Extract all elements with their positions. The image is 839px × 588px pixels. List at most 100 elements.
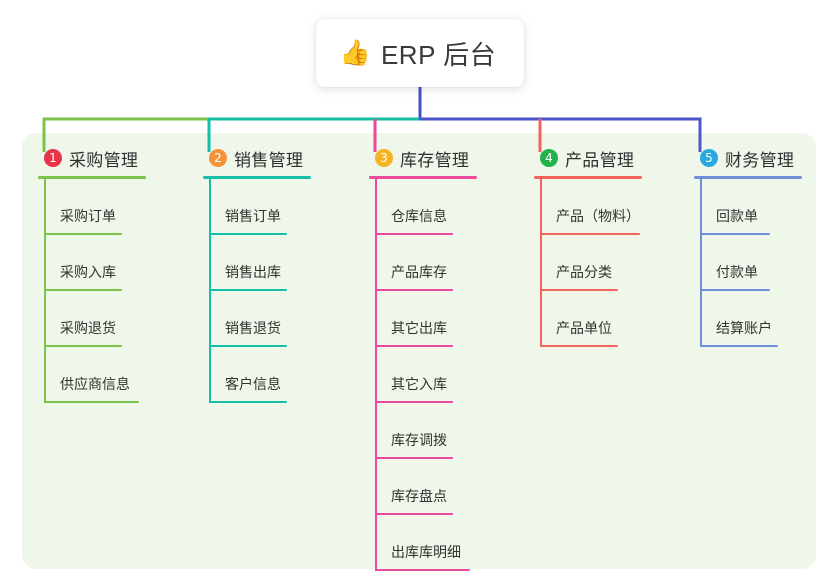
thumbs-up-icon: 👍 xyxy=(339,38,371,67)
branch-header-rule xyxy=(203,176,311,179)
branch-item-label: 销售退货 xyxy=(225,320,281,336)
branch-item-label: 采购入库 xyxy=(60,264,116,280)
branch-item-rule xyxy=(540,233,640,235)
branch-item[interactable]: 其它出库 xyxy=(369,291,529,347)
branch-item-rule xyxy=(375,289,453,291)
branch-item[interactable]: 仓库信息 xyxy=(369,179,529,235)
branch-column-4: 4 产品管理产品（物料） 产品分类产品单位 xyxy=(534,145,694,347)
root-node-content: 👍 ERP 后台 xyxy=(340,35,496,72)
branch-item[interactable]: 产品分类 xyxy=(534,235,694,291)
branch-item[interactable]: 出库库明细 xyxy=(369,515,529,571)
branch-body: 仓库信息产品库存其它出库其它入库库存调拨库存盘点出库库明细 xyxy=(369,179,529,571)
branch-item[interactable]: 销售出库 xyxy=(203,235,363,291)
branch-item[interactable]: 采购订单 xyxy=(38,179,198,235)
branch-item-rule xyxy=(44,401,139,403)
branch-title: 销售管理 xyxy=(234,150,304,170)
branch-item-label: 产品分类 xyxy=(556,264,612,280)
branch-item-label: 产品（物料） xyxy=(556,208,640,224)
branch-spine xyxy=(375,179,377,571)
branch-item-label: 出库库明细 xyxy=(391,544,461,560)
branch-item-label: 产品单位 xyxy=(556,320,612,336)
branch-item-label: 结算账户 xyxy=(716,320,772,336)
branch-title: 财务管理 xyxy=(725,150,795,170)
branch-item-rule xyxy=(209,401,287,403)
branch-spine xyxy=(209,179,211,403)
branch-body: 销售订单销售出库销售退货客户信息 xyxy=(203,179,363,403)
branch-item-label: 销售出库 xyxy=(225,264,281,280)
branch-item[interactable]: 结算账户 xyxy=(694,291,834,347)
branch-item-label: 客户信息 xyxy=(225,376,281,392)
branch-item[interactable]: 供应商信息 xyxy=(38,347,198,403)
branch-item-label: 仓库信息 xyxy=(391,208,447,224)
branch-number-badge: 5 xyxy=(700,149,718,167)
branch-spine xyxy=(700,179,702,347)
branch-header-3[interactable]: 3 库存管理 xyxy=(369,145,529,171)
branch-item-label: 其它出库 xyxy=(391,320,447,336)
branch-item-label: 产品库存 xyxy=(391,264,447,280)
branch-header-4[interactable]: 4 产品管理 xyxy=(534,145,694,171)
root-node[interactable]: 👍 ERP 后台 xyxy=(316,19,524,87)
content-panel xyxy=(22,133,816,569)
branch-title: 库存管理 xyxy=(400,150,470,170)
branch-item[interactable]: 客户信息 xyxy=(203,347,363,403)
root-node-title: ERP 后台 xyxy=(380,39,497,70)
branch-item-label: 其它入库 xyxy=(391,376,447,392)
branch-item-rule xyxy=(44,345,122,347)
branch-header-rule xyxy=(38,176,146,179)
branch-column-5: 5 财务管理回款单付款单结算账户 xyxy=(694,145,834,347)
branch-item-rule xyxy=(209,233,287,235)
branch-spine xyxy=(44,179,46,403)
branch-spine xyxy=(540,179,542,347)
branch-header-rule xyxy=(369,176,477,179)
branch-item[interactable]: 销售订单 xyxy=(203,179,363,235)
branch-number-badge: 2 xyxy=(209,149,227,167)
branch-item[interactable]: 采购退货 xyxy=(38,291,198,347)
branch-item-label: 库存调拨 xyxy=(391,432,447,448)
branch-item-rule xyxy=(375,457,453,459)
branch-number-badge: 4 xyxy=(540,149,558,167)
branch-title: 产品管理 xyxy=(565,150,635,170)
branch-item-rule xyxy=(375,401,453,403)
branch-column-2: 2 销售管理销售订单销售出库销售退货客户信息 xyxy=(203,145,363,403)
branch-item[interactable]: 产品库存 xyxy=(369,235,529,291)
branch-item[interactable]: 采购入库 xyxy=(38,235,198,291)
branch-item[interactable]: 销售退货 xyxy=(203,291,363,347)
branch-item[interactable]: 库存盘点 xyxy=(369,459,529,515)
branch-item-label: 付款单 xyxy=(716,264,758,280)
branch-item[interactable]: 产品（物料） xyxy=(534,179,694,235)
branch-item[interactable]: 付款单 xyxy=(694,235,834,291)
branch-body: 采购订单采购入库采购退货供应商信息 xyxy=(38,179,198,403)
branch-item-rule xyxy=(375,513,453,515)
branch-header-1[interactable]: 1 采购管理 xyxy=(38,145,198,171)
branch-title: 采购管理 xyxy=(69,150,139,170)
branch-body: 产品（物料） 产品分类产品单位 xyxy=(534,179,694,347)
branch-header-rule xyxy=(534,176,642,179)
branch-item[interactable]: 其它入库 xyxy=(369,347,529,403)
branch-item-rule xyxy=(209,289,287,291)
branch-item-label: 供应商信息 xyxy=(60,376,130,392)
branch-item-label: 采购订单 xyxy=(60,208,116,224)
branch-body: 回款单付款单结算账户 xyxy=(694,179,834,347)
branch-column-1: 1 采购管理采购订单采购入库采购退货供应商信息 xyxy=(38,145,198,403)
branch-item-rule xyxy=(540,289,618,291)
branch-item-label: 采购退货 xyxy=(60,320,116,336)
branch-number-badge: 3 xyxy=(375,149,393,167)
branch-column-3: 3 库存管理仓库信息产品库存其它出库其它入库库存调拨库存盘点出库库明细 xyxy=(369,145,529,571)
branch-item-rule xyxy=(540,345,618,347)
branch-item-rule xyxy=(700,345,778,347)
branch-item-rule xyxy=(44,289,122,291)
branch-header-5[interactable]: 5 财务管理 xyxy=(694,145,834,171)
branch-item-label: 销售订单 xyxy=(225,208,281,224)
branch-number-badge: 1 xyxy=(44,149,62,167)
branch-item[interactable]: 库存调拨 xyxy=(369,403,529,459)
branch-header-rule xyxy=(694,176,802,179)
branch-item[interactable]: 回款单 xyxy=(694,179,834,235)
branch-item-rule xyxy=(44,233,122,235)
branch-item[interactable]: 产品单位 xyxy=(534,291,694,347)
branch-item-rule xyxy=(209,345,287,347)
branch-header-2[interactable]: 2 销售管理 xyxy=(203,145,363,171)
branch-item-rule xyxy=(375,345,453,347)
branch-item-label: 回款单 xyxy=(716,208,758,224)
branch-item-rule xyxy=(700,233,770,235)
